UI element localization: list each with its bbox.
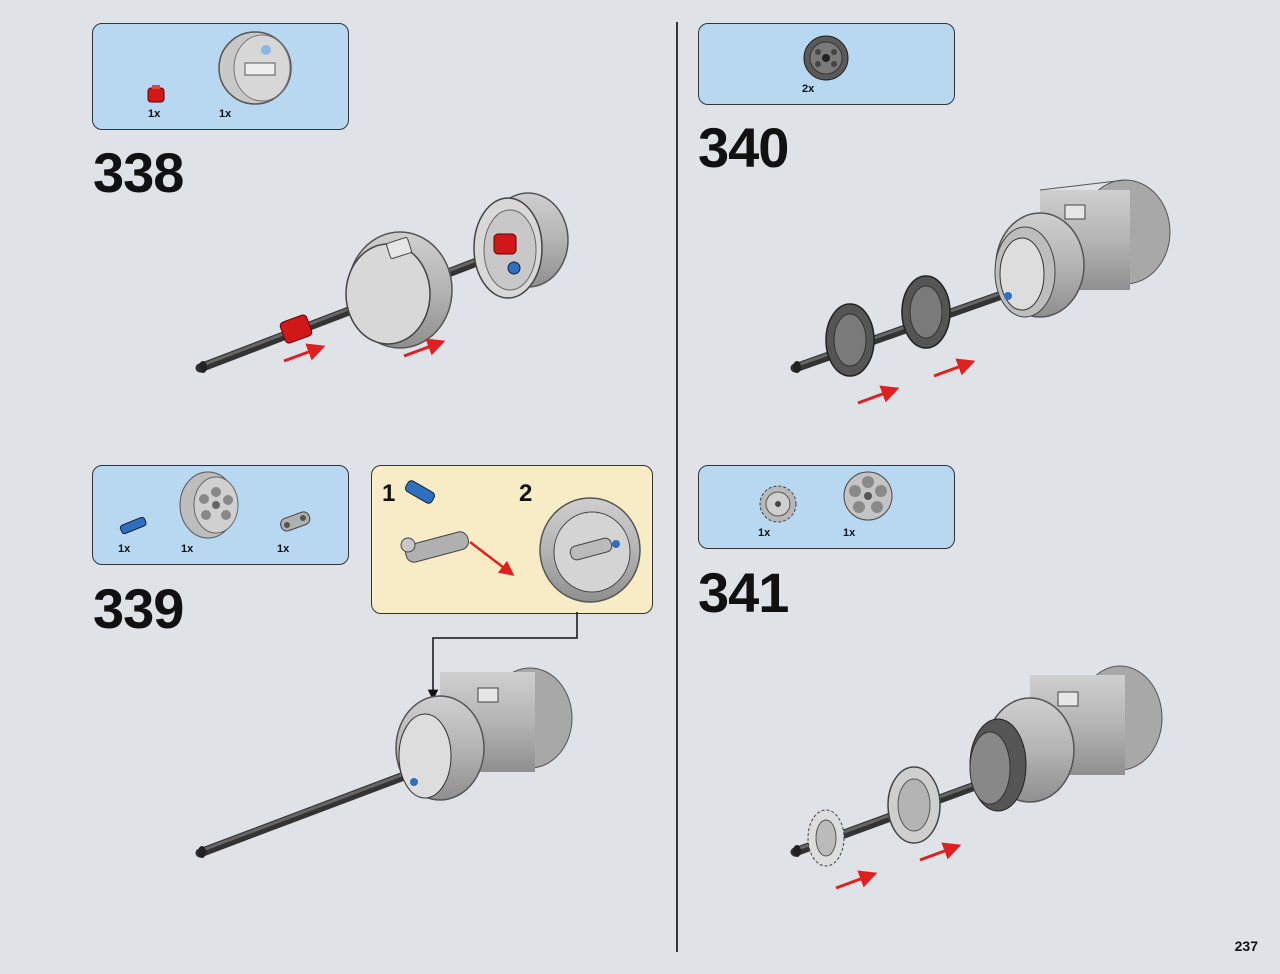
step-338-illustration <box>195 192 569 373</box>
part-qty: 1x <box>148 108 161 120</box>
hub-cylinder-icon <box>218 31 292 105</box>
step-341-illustration <box>790 665 1163 890</box>
substep-339-illustration <box>400 480 641 603</box>
part-qty: 1x <box>181 543 194 555</box>
step-number-340: 340 <box>698 116 789 179</box>
liftarm-icon <box>280 511 311 532</box>
small-gear-icon <box>759 485 797 523</box>
step-340-illustration <box>790 179 1171 405</box>
step-339-illustration <box>195 667 573 858</box>
hub-wheel-icon <box>179 471 239 539</box>
part-qty: 2x <box>802 83 815 95</box>
part-qty: 1x <box>277 543 290 555</box>
step-number-339: 339 <box>93 577 184 640</box>
step-number-338: 338 <box>93 141 184 204</box>
substep-callout-line <box>427 612 578 701</box>
hub-gear-icon <box>843 471 893 521</box>
gear-disc-icon <box>803 35 849 81</box>
substep-number: 1 <box>382 480 396 507</box>
part-qty: 1x <box>843 527 856 539</box>
red-axle-connector-icon <box>147 85 165 103</box>
page-number: 237 <box>1234 938 1258 954</box>
blue-pin-icon <box>119 516 147 535</box>
step-number-341: 341 <box>698 561 789 624</box>
substep-number: 2 <box>519 480 533 507</box>
parts-box-341 <box>698 465 955 549</box>
part-qty: 1x <box>758 527 771 539</box>
part-qty: 1x <box>118 543 131 555</box>
column-divider <box>676 22 678 952</box>
part-qty: 1x <box>219 108 232 120</box>
